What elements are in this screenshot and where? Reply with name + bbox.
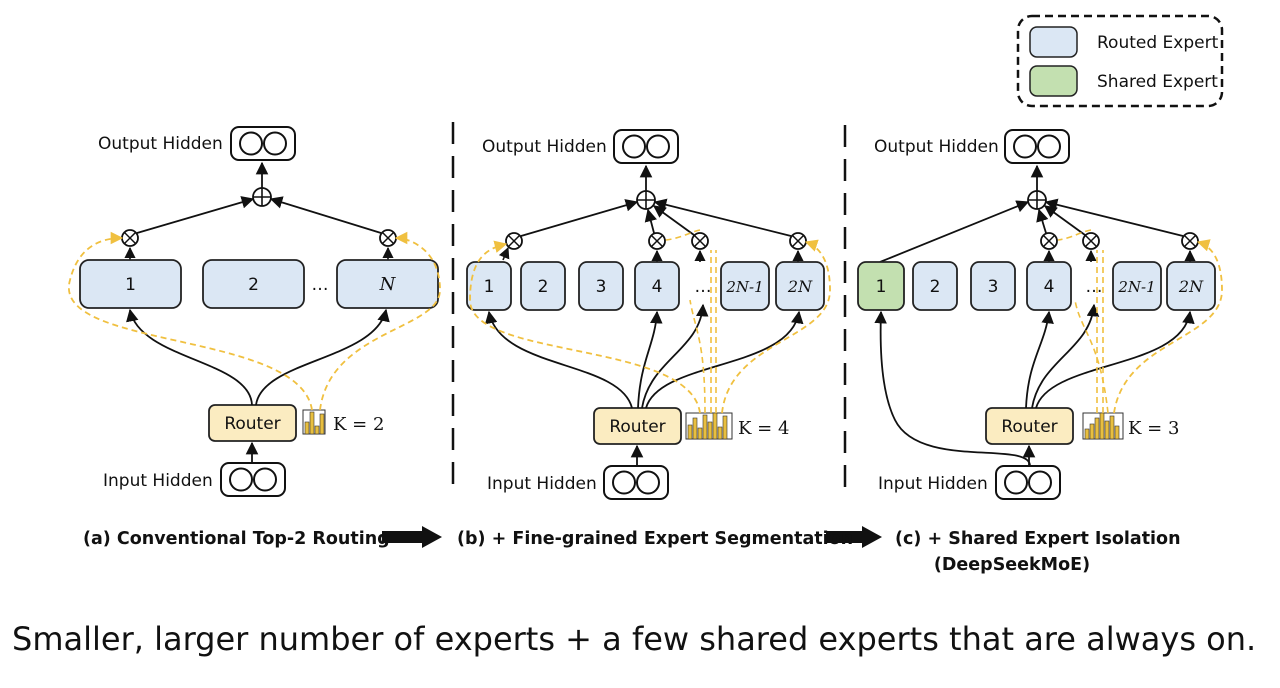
shared-expert-swatch — [1029, 65, 1078, 97]
shared-expert-box — [857, 261, 905, 311]
sum-node — [252, 187, 272, 207]
router-label: Router — [1001, 417, 1057, 437]
expert-box — [1166, 261, 1216, 311]
panel-c: Output Hidden — [857, 129, 1223, 575]
output-hidden-label: Output Hidden — [482, 137, 607, 157]
gate-scores — [685, 412, 733, 440]
expert-label: 4 — [652, 277, 663, 297]
expert-label: 1 — [876, 277, 887, 297]
expert-box — [79, 259, 182, 309]
expert-label: 3 — [988, 277, 999, 297]
input-hidden-label: Input Hidden — [878, 474, 988, 494]
routed-expert-swatch — [1029, 26, 1078, 58]
expert-box — [1112, 261, 1162, 311]
expert-box — [775, 261, 825, 311]
expert-box — [520, 261, 566, 311]
ellipsis: … — [695, 277, 712, 297]
expert-box — [970, 261, 1016, 311]
moe-diagram: Routed Expert Shared Expert Output Hidde… — [68, 14, 1224, 575]
caption-a: (a) Conventional Top-2 Routing — [83, 529, 390, 549]
expert-label: 2N — [787, 277, 813, 296]
expert-label: 1 — [484, 277, 495, 297]
panel-b: Output Hidden — [457, 129, 853, 549]
output-hidden-label: Output Hidden — [874, 137, 999, 157]
multiply-node — [1082, 232, 1100, 250]
expert-label: 2 — [930, 277, 941, 297]
legend: Routed Expert Shared Expert — [1016, 14, 1224, 108]
multiply-node — [789, 232, 807, 250]
expert-box — [336, 259, 439, 309]
output-hidden-label: Output Hidden — [98, 134, 223, 154]
panel-a: Output Hidden 1 2 … — [68, 126, 441, 549]
caption-c: (c) + Shared Expert Isolation — [895, 529, 1181, 549]
router-box — [208, 404, 297, 442]
expert-label: 2N-1 — [1117, 278, 1155, 296]
multiply-node — [691, 232, 709, 250]
legend-shared-label: Shared Expert — [1097, 72, 1218, 92]
progress-arrow — [826, 526, 882, 548]
k-label: K = 4 — [738, 418, 789, 439]
gate-scores — [302, 409, 326, 435]
gate-scores — [1082, 412, 1124, 440]
input-hidden-label: Input Hidden — [487, 474, 597, 494]
expert-label: 2N — [1178, 277, 1204, 296]
legend-routed-label: Routed Expert — [1097, 33, 1219, 53]
expert-box — [202, 259, 305, 309]
multiply-node — [1181, 232, 1199, 250]
progress-arrow — [382, 526, 442, 548]
expert-label: 2 — [248, 275, 259, 295]
multiply-node — [379, 229, 397, 247]
router-box — [985, 407, 1074, 445]
sum-node — [636, 190, 656, 210]
router-label: Router — [224, 414, 280, 434]
expert-box — [634, 261, 680, 311]
expert-label: 4 — [1044, 277, 1055, 297]
ellipsis: … — [312, 275, 329, 295]
router-box — [593, 407, 682, 445]
multiply-node — [648, 232, 666, 250]
expert-box — [912, 261, 958, 311]
caption-b: (b) + Fine-grained Expert Segmentation — [457, 529, 853, 549]
k-label: K = 3 — [1128, 418, 1179, 439]
expert-box — [1026, 261, 1072, 311]
expert-label: 1 — [125, 275, 136, 295]
expert-box — [720, 261, 770, 311]
multiply-node — [1040, 232, 1058, 250]
sum-node — [1027, 190, 1047, 210]
k-label: K = 2 — [333, 414, 384, 435]
router-label: Router — [609, 417, 665, 437]
expert-box — [578, 261, 624, 311]
multiply-node — [505, 232, 523, 250]
caption-c-line2: (DeepSeekMoE) — [934, 555, 1090, 575]
multiply-node — [121, 229, 139, 247]
expert-label: 2 — [538, 277, 549, 297]
bottom-caption: Smaller, larger number of experts + a fe… — [12, 620, 1257, 658]
expert-label: 3 — [596, 277, 607, 297]
ellipsis: … — [1086, 277, 1103, 297]
expert-label: 2N-1 — [725, 278, 763, 296]
input-hidden-label: Input Hidden — [103, 471, 213, 491]
expert-label: N — [379, 274, 397, 295]
expert-box — [466, 261, 512, 311]
